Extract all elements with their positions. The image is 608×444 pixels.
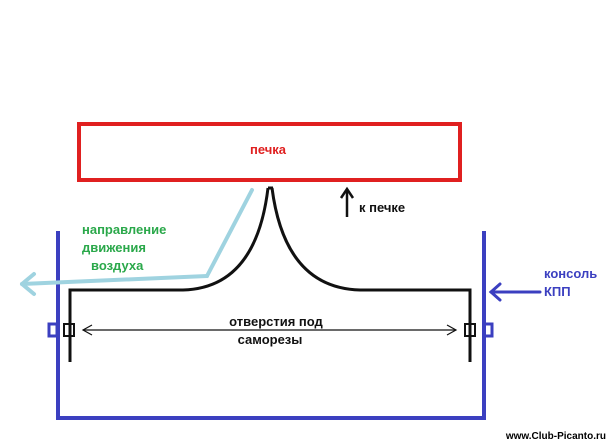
duct-outline — [68, 186, 472, 362]
holes-label-line1: отверстия под — [229, 314, 323, 329]
right-screw-hole-icon — [464, 323, 476, 337]
holes-label-line2: саморезы — [238, 332, 303, 347]
airflow-label-line3: воздуха — [91, 258, 144, 273]
airflow-label-line1: направление — [82, 222, 166, 237]
heater-label: печка — [250, 142, 287, 157]
to-heater-label: к печке — [359, 200, 405, 215]
left-screw-hole-icon — [63, 323, 75, 337]
console-arrow-icon — [488, 282, 542, 302]
console-bracket — [47, 231, 494, 420]
console-label-line2: КПП — [544, 284, 571, 299]
heater-box — [77, 122, 462, 182]
holes-span-arrow-icon — [81, 324, 458, 336]
airflow-arrow-icon — [20, 188, 254, 296]
up-arrow-icon — [339, 186, 355, 217]
console-label-line1: консоль — [544, 266, 597, 281]
watermark: www.Club-Picanto.ru — [505, 431, 606, 442]
airflow-label-line2: движения — [82, 240, 146, 255]
